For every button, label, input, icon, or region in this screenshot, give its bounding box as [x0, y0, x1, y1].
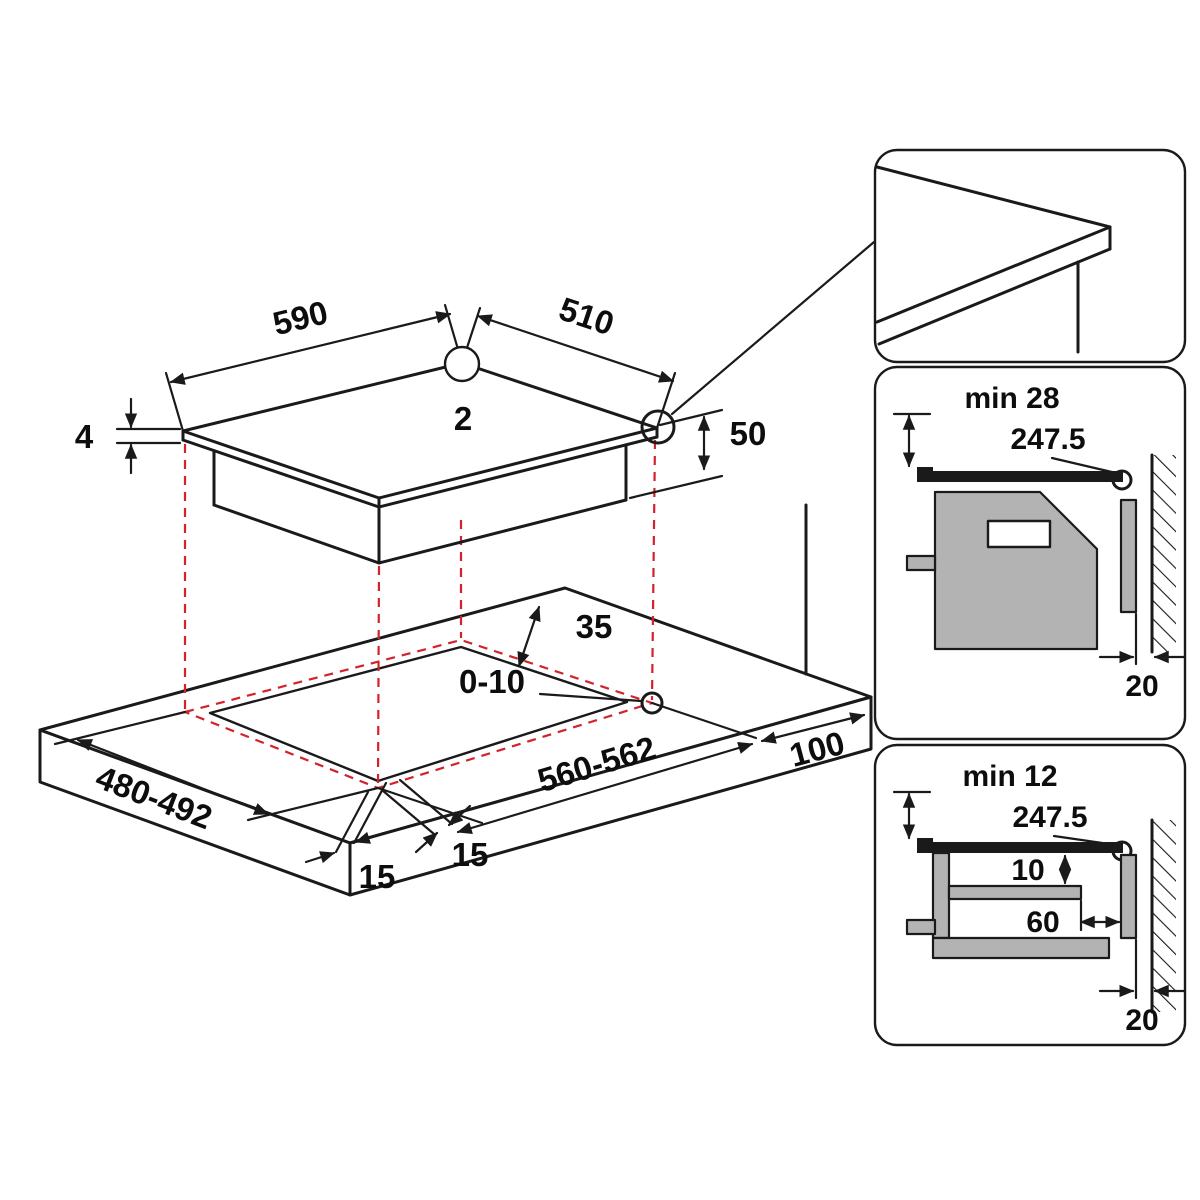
- edge-play-circle: [640, 691, 664, 715]
- dim-min-thickness: min 28: [964, 382, 1059, 415]
- projection-line-right: [650, 439, 657, 701]
- dim-arrow-15a: [304, 851, 336, 864]
- dim-shelf-clearance: 10: [1011, 854, 1044, 887]
- built-under-oven: [933, 490, 1099, 651]
- dim-hob-depth: 510: [555, 290, 619, 342]
- section-panel-min28: min 28 247.5 20: [873, 365, 1187, 741]
- ext-line: [650, 701, 758, 740]
- ext-line: [334, 790, 370, 854]
- hob-edge-circle: [1111, 469, 1133, 491]
- worktop-rear-edge: [875, 165, 1112, 229]
- ext-line: [628, 474, 724, 500]
- cabinet-bottom-panel: [931, 936, 1111, 960]
- edge-detail-circle: [640, 409, 676, 445]
- dim-centerline-bottom: 247.5: [1012, 801, 1087, 834]
- rear-spacer-batten: [1119, 498, 1138, 614]
- dim-line-35: [517, 605, 541, 668]
- hob-glass-edge-front-left: [181, 438, 381, 509]
- hob-top-face: [181, 361, 659, 500]
- dim-shelf-setback: 60: [1026, 906, 1059, 939]
- side-bracket: [905, 918, 937, 936]
- ext-line: [380, 788, 436, 836]
- dim-line-560-562: [456, 741, 754, 835]
- dim-centerline-top: 247.5: [1010, 423, 1085, 456]
- intermediate-shelf: [947, 884, 1083, 901]
- ext-line: [658, 408, 724, 427]
- dim-glass-thickness: 4: [75, 418, 94, 455]
- cutout-hole: [208, 645, 629, 783]
- wall-hatching: [1152, 455, 1176, 652]
- fixing-bracket: [917, 838, 933, 853]
- hob-tub-bottom-left: [212, 503, 381, 565]
- corner-detail-frame: [873, 148, 1187, 364]
- dim-line-480-492: [76, 738, 270, 816]
- dim-rear-clearance: 35: [576, 608, 613, 645]
- hob-section-slab: [933, 471, 1123, 482]
- hob-tub-bottom-right: [377, 498, 628, 565]
- hob: [181, 361, 659, 565]
- fixing-bracket: [917, 467, 933, 482]
- projection-line-front: [376, 565, 381, 787]
- dim-callout-2: 2: [454, 400, 472, 437]
- dim-rear-gap-top: 20: [1125, 670, 1158, 703]
- wall-hatching: [1152, 820, 1176, 1012]
- side-bracket: [905, 554, 937, 572]
- rear-corner-callout-circle: [443, 345, 481, 383]
- worktop-front-edge: [875, 225, 1112, 324]
- dim-edge-play: 0-10: [459, 663, 525, 700]
- ext-line: [398, 778, 454, 826]
- dim-line-100: [760, 712, 866, 744]
- dim-arrow-15d: [414, 831, 439, 854]
- ext-line: [246, 786, 380, 822]
- dim-front-margin-left: 15: [359, 858, 396, 895]
- hob-section-slab: [933, 842, 1123, 853]
- leader-line-247: [1050, 456, 1118, 475]
- dim-line-510: [476, 314, 675, 383]
- dim-front-margin-right: 15: [452, 836, 489, 873]
- section-panel-min12: min 12 247.5 10 60 20: [873, 743, 1187, 1047]
- worktop-edge-thickness: [877, 247, 1112, 346]
- leader-line-0-10: [538, 692, 643, 703]
- dim-rear-gap-bottom: 20: [1125, 1004, 1158, 1037]
- detail-connector-line: [670, 240, 876, 416]
- dim-hob-height: 50: [730, 415, 767, 452]
- ext-line: [53, 710, 187, 746]
- ext-line: [164, 371, 185, 433]
- corner-detail-panel: [873, 148, 1187, 364]
- dim-min-clearance: min 12: [962, 760, 1057, 793]
- dim-arrow-15b: [354, 831, 386, 844]
- dim-arrow-15c: [447, 804, 472, 827]
- dim-hob-width: 590: [269, 293, 331, 342]
- dim-line-590: [169, 311, 452, 385]
- rear-spacer-batten: [1119, 853, 1138, 940]
- oven-vent-slot: [986, 519, 1052, 549]
- hob-glass-edge-front-right: [377, 435, 659, 509]
